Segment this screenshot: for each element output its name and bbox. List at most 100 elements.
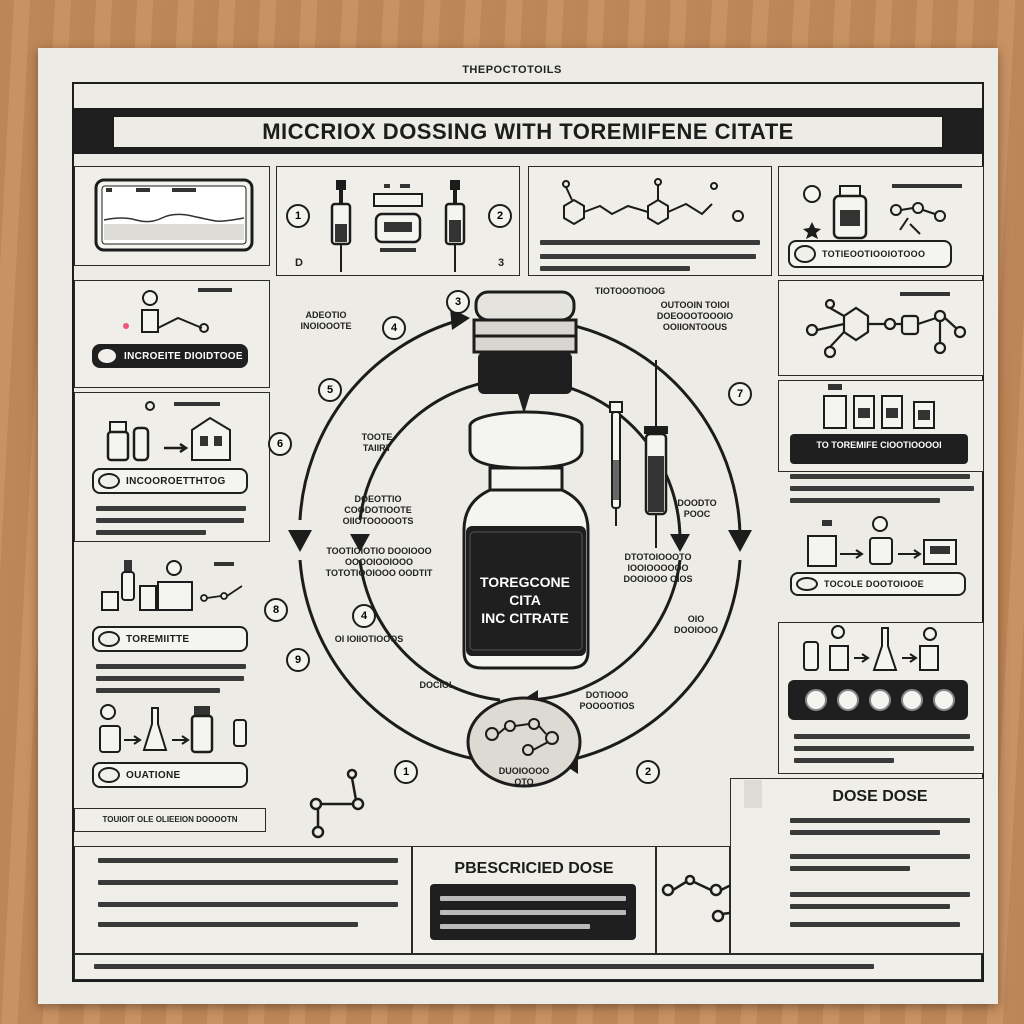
bar-label: OUATIONE xyxy=(126,769,181,781)
bottle-process-icon xyxy=(803,184,962,240)
label-top-center: TIOTOOOTIOOG xyxy=(594,286,666,296)
label-center-left-2: TOOTIOIOTIO DOOIOOO OOOOIOOIOOO TOTOTIOO… xyxy=(325,546,433,578)
bottom-panel-molecule xyxy=(656,846,730,954)
label-right-center: DTOTOIOOOTO IOOIOOOOOO DOOIOOO OIOS xyxy=(623,552,693,584)
text-line xyxy=(98,880,398,885)
step-number: 4 xyxy=(382,316,406,340)
poster-small-header: THEPOCTOTOILS xyxy=(462,64,562,76)
text-line xyxy=(790,904,950,909)
step-number: 1 xyxy=(286,204,310,228)
bar-knob xyxy=(98,767,120,783)
left-footer-label: TOUIOIT OLE OLIEEION DOOOOTN xyxy=(102,815,238,824)
step-number: 8 xyxy=(264,598,288,622)
label-mid-right: DOODTO POOC xyxy=(677,498,717,519)
large-syringe-icon xyxy=(644,360,668,548)
panel-letter-left: D xyxy=(295,257,303,269)
vials-sequence-icon xyxy=(803,625,939,671)
step-number: 4 xyxy=(352,604,376,628)
left-panel-2 xyxy=(74,392,270,542)
text-line xyxy=(440,910,626,915)
text-line xyxy=(96,530,206,535)
dots-indicator xyxy=(805,689,955,711)
text-line xyxy=(98,858,398,863)
step-number: 2 xyxy=(488,204,512,228)
label-lower-right: OIO DOOIOOO xyxy=(673,614,718,635)
text-line xyxy=(790,818,970,823)
text-line xyxy=(794,758,894,763)
text-line xyxy=(790,830,940,835)
text-line xyxy=(790,474,970,479)
bar-knob xyxy=(796,577,818,591)
bar-label: TOCOLE DOOTOIOOE xyxy=(824,579,924,589)
right-dark-label-text: TO TOREMIFE CIOOTIOOOOI xyxy=(816,440,942,450)
text-line xyxy=(540,266,690,271)
top-right-progress-bar: TOTIEOOTIOOIOTOOO xyxy=(788,240,952,268)
text-line xyxy=(96,506,246,511)
petri-dish-label: DUOIOOOO OTO xyxy=(498,766,550,787)
small-molecule-icon xyxy=(309,768,365,839)
text-line xyxy=(96,664,246,669)
label-lower-center: DOTIOOO POOOOTIOS xyxy=(579,690,635,711)
left-panel-1 xyxy=(74,280,270,388)
pipette-icon xyxy=(609,401,623,526)
text-line xyxy=(96,688,220,693)
text-line xyxy=(790,922,960,927)
label-upper-right: OUTOOIN TOIOI DOEOOOTOOOIO OOIIONTOOUS xyxy=(656,300,734,332)
label-top-left: ADEOTIO INOIOOOTE xyxy=(300,310,352,331)
step-number: 5 xyxy=(318,378,342,402)
step-number: 6 xyxy=(268,432,292,456)
text-line xyxy=(540,254,756,259)
text-line xyxy=(440,896,626,901)
footer-text-line xyxy=(94,964,874,969)
molecule-structure-icon xyxy=(562,178,744,226)
text-line xyxy=(790,892,970,897)
label-left-mid: TOOTE TAIIRT xyxy=(361,432,393,453)
bar-knob xyxy=(98,473,120,489)
step-number: 9 xyxy=(286,648,310,672)
bar-knob xyxy=(96,347,118,365)
bar-label: TOREMIITTE xyxy=(126,633,190,645)
left-bar-3: TOREMIITTE xyxy=(92,626,248,652)
flasks-sequence-icon xyxy=(99,704,247,754)
bar-label: TOTIEOOTIOOIOTOOO xyxy=(822,249,926,259)
right-dark-label xyxy=(790,434,968,464)
syringe-icon xyxy=(330,180,352,272)
text-line xyxy=(790,498,940,503)
prescribed-dose-title: PBESCRICIED DOSE xyxy=(454,860,614,877)
text-line xyxy=(790,854,970,859)
bottles-row-icon xyxy=(823,384,935,429)
vial-box-icon xyxy=(373,184,423,252)
dose-panel-notch xyxy=(744,780,762,808)
bar-knob xyxy=(98,631,120,647)
text-line xyxy=(98,902,398,907)
step-number: 2 xyxy=(636,760,660,784)
text-line xyxy=(540,240,760,245)
lab-equipment-icon xyxy=(101,560,243,611)
bar-knob xyxy=(794,245,816,263)
text-line xyxy=(790,866,910,871)
text-line xyxy=(440,924,590,929)
monitor-chart-icon xyxy=(94,178,254,252)
bar-label: INCROEITE DIOIDTOOE xyxy=(124,350,243,362)
vial-label-line-1: TOREGCONE xyxy=(480,574,570,590)
toremifene-vial xyxy=(462,290,590,670)
text-line xyxy=(96,676,244,681)
label-center-small-right: DOCIOL xyxy=(419,680,455,690)
text-line xyxy=(794,734,970,739)
poster-frame xyxy=(72,82,984,982)
bottom-panel-left xyxy=(74,846,412,954)
left-bar-4: OUATIONE xyxy=(92,762,248,788)
vial-label-line-3: INC CITRATE xyxy=(481,610,569,626)
step-number: 7 xyxy=(728,382,752,406)
poster-title: MICCRIOX DOSSING WITH TOREMIFENE CITATE xyxy=(112,115,944,149)
text-line xyxy=(790,486,974,491)
panel-letter-right: 3 xyxy=(497,257,505,269)
vial-label-line-2: CITA xyxy=(509,592,541,608)
petri-dish-icon xyxy=(466,696,582,788)
complex-molecule-icon xyxy=(805,292,967,359)
left-bar-2: INCOOROETTHTOG xyxy=(92,468,248,494)
cycle-arrows xyxy=(288,308,752,774)
left-footer-strip xyxy=(74,808,266,832)
left-bar-1: INCROEITE DIOIDTOOE xyxy=(92,344,248,368)
step-number: 1 xyxy=(394,760,418,784)
